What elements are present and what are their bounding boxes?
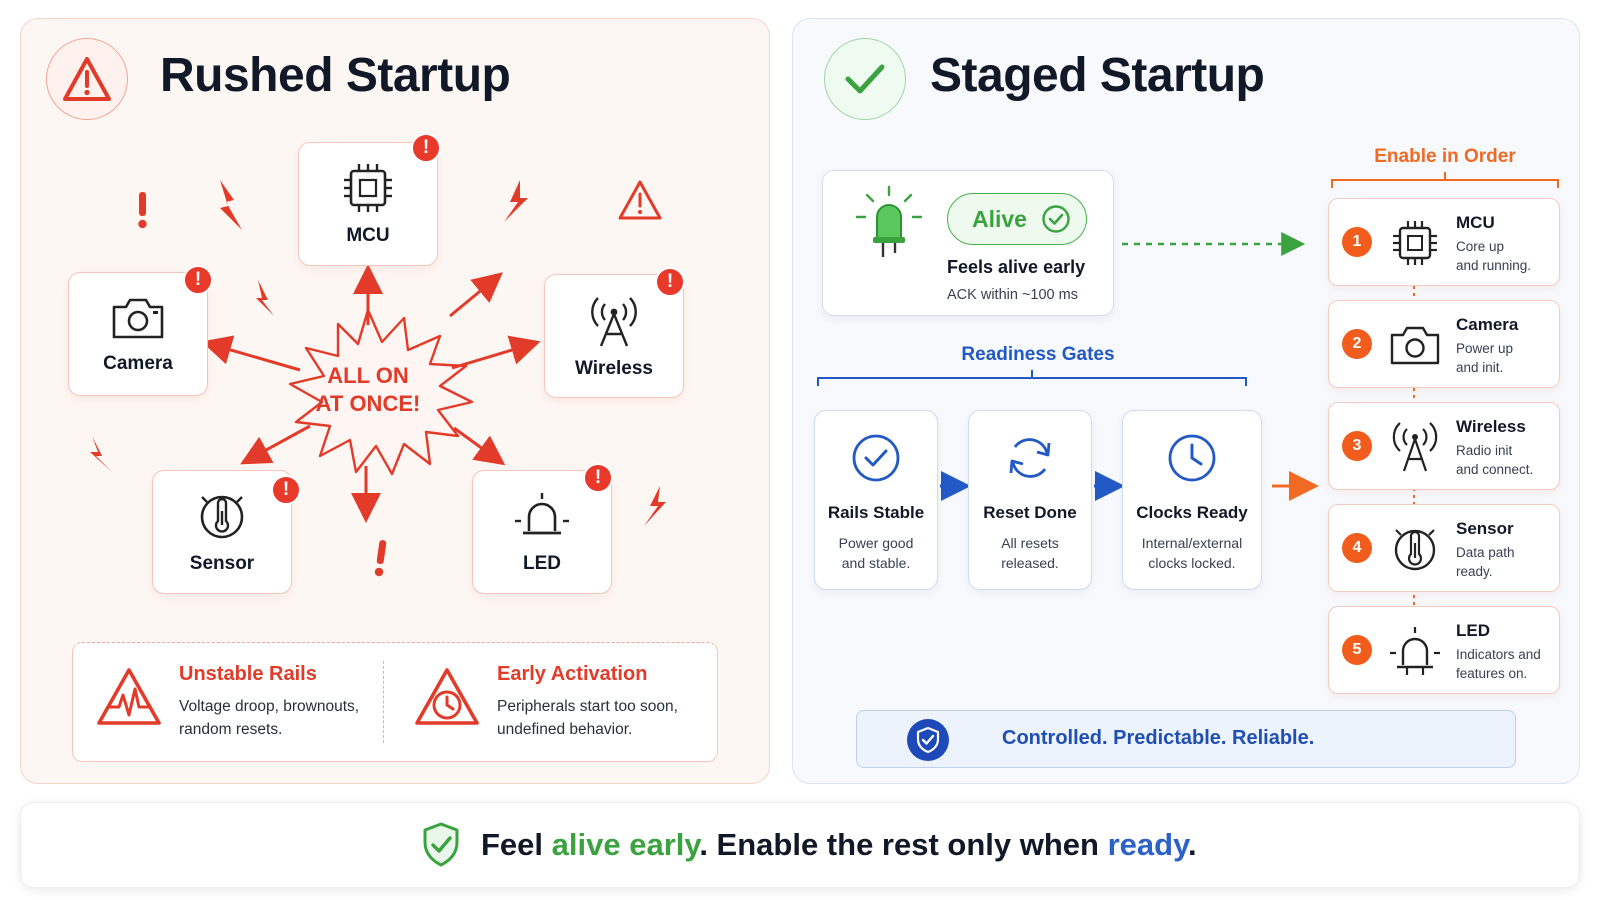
issue-text: Voltage droop, brownouts, random resets. — [179, 698, 360, 738]
step-number: 3 — [1342, 431, 1372, 461]
step-text: Core up and running. — [1456, 239, 1532, 273]
green-led-icon — [855, 185, 923, 257]
beacon-icon — [1390, 627, 1440, 675]
check-circle-icon — [852, 434, 900, 482]
gate-card-clocks-ready: Clocks Ready Internal/external clocks lo… — [1122, 410, 1262, 590]
device-label: Sensor — [189, 553, 255, 574]
gate-title: Reset Done — [983, 503, 1077, 522]
device-label: Camera — [103, 353, 173, 374]
step-text: Data path ready. — [1456, 545, 1515, 579]
tagline-text: Controlled. Predictable. Reliable. — [1002, 727, 1315, 749]
voltage-warning-icon — [97, 668, 161, 725]
burst-star — [288, 308, 474, 476]
check-icon — [1042, 205, 1070, 233]
gate-text: Power good and stable. — [838, 535, 914, 571]
all-on-at-once-label: ALL ON AT ONCE! — [315, 363, 421, 416]
check-circle-icon — [824, 38, 906, 120]
alive-title: Feels alive early — [947, 257, 1086, 277]
shield-icon — [907, 719, 949, 761]
clock-warning-icon — [415, 668, 479, 725]
device-label: MCU — [346, 225, 390, 246]
enable-in-order-label: Enable in Order — [1374, 146, 1516, 167]
alive-label: Alive — [972, 205, 1027, 232]
gate-text: All resets released. — [1001, 535, 1059, 571]
step-card-led: 5 LED Indicators and features on. — [1328, 606, 1560, 694]
issues-box: Unstable Rails Voltage droop, brownouts,… — [72, 642, 718, 762]
alert-badge: ! — [655, 267, 685, 297]
sensor-icon — [200, 495, 244, 539]
sensor-icon — [1394, 529, 1436, 571]
alive-status-pill: Alive — [947, 193, 1087, 245]
device-card-led: LED ! — [472, 463, 613, 594]
staged-connectors — [817, 172, 1559, 606]
device-card-wireless: Wireless ! — [544, 267, 685, 398]
gate-card-reset-done: Reset Done All resets released. — [968, 410, 1092, 590]
alert-badge: ! — [271, 475, 301, 505]
step-number: 5 — [1342, 635, 1372, 665]
alive-subtitle: ACK within ~100 ms — [947, 287, 1078, 303]
alert-badge: ! — [411, 133, 441, 163]
footer-banner: Feel alive early. Enable the rest only w… — [20, 802, 1580, 888]
issue-title-unstable-rails: Unstable Rails — [179, 663, 317, 685]
shield-check-icon — [423, 822, 459, 867]
device-card-mcu: MCU ! — [298, 133, 441, 266]
step-card-mcu: 1 MCU Core up and running. — [1328, 198, 1560, 286]
camera-icon — [112, 298, 164, 339]
camera-icon — [1390, 326, 1440, 365]
step-text: Power up and init. — [1456, 341, 1514, 375]
alert-badge: ! — [183, 265, 213, 295]
alive-card: Alive Feels alive early ACK within ~100 … — [822, 170, 1114, 316]
chip-icon — [344, 164, 392, 212]
step-card-camera: 2 Camera Power up and init. — [1328, 300, 1560, 388]
gate-title: Clocks Ready — [1136, 503, 1248, 522]
gate-title: Rails Stable — [827, 503, 925, 522]
step-title: Wireless — [1456, 417, 1526, 436]
issue-title-early-activation: Early Activation — [497, 663, 648, 685]
step-number: 2 — [1342, 329, 1372, 359]
device-card-sensor: Sensor ! — [152, 470, 301, 594]
device-card-camera: Camera ! — [68, 265, 213, 396]
device-label: Wireless — [575, 358, 653, 379]
readiness-gates-label: Readiness Gates — [961, 344, 1115, 365]
device-label: LED — [523, 553, 561, 574]
beacon-icon — [515, 493, 569, 535]
alert-badge: ! — [583, 463, 613, 493]
antenna-icon — [591, 297, 637, 347]
footer-message: Feel alive early. Enable the rest only w… — [481, 827, 1197, 862]
step-title: LED — [1456, 621, 1490, 640]
chaos-diagram — [90, 180, 666, 577]
step-text: Indicators and features on. — [1456, 647, 1541, 681]
warning-icon — [46, 38, 128, 120]
issue-text: Peripherals start too soon, undefined be… — [497, 698, 678, 738]
step-number: 4 — [1342, 533, 1372, 563]
step-card-wireless: 3 Wireless Radio init and connect. — [1328, 402, 1560, 490]
step-title: MCU — [1456, 213, 1495, 232]
gate-text: Internal/external clocks locked. — [1141, 535, 1243, 571]
chip-icon — [1393, 221, 1437, 265]
issues-divider — [383, 661, 384, 743]
gate-card-rails-stable: Rails Stable Power good and stable. — [814, 410, 938, 590]
antenna-icon — [1392, 422, 1438, 472]
rushed-startup-title: Rushed Startup — [160, 49, 511, 102]
step-title: Camera — [1456, 315, 1519, 334]
staged-startup-title: Staged Startup — [930, 49, 1265, 102]
step-title: Sensor — [1456, 519, 1514, 538]
refresh-icon — [1009, 438, 1051, 478]
step-card-sensor: 4 Sensor Data path ready. — [1328, 504, 1560, 592]
tagline-box: Controlled. Predictable. Reliable. — [856, 710, 1516, 768]
step-text: Radio init and connect. — [1456, 443, 1534, 477]
step-number: 1 — [1342, 227, 1372, 257]
clock-icon — [1168, 434, 1216, 482]
